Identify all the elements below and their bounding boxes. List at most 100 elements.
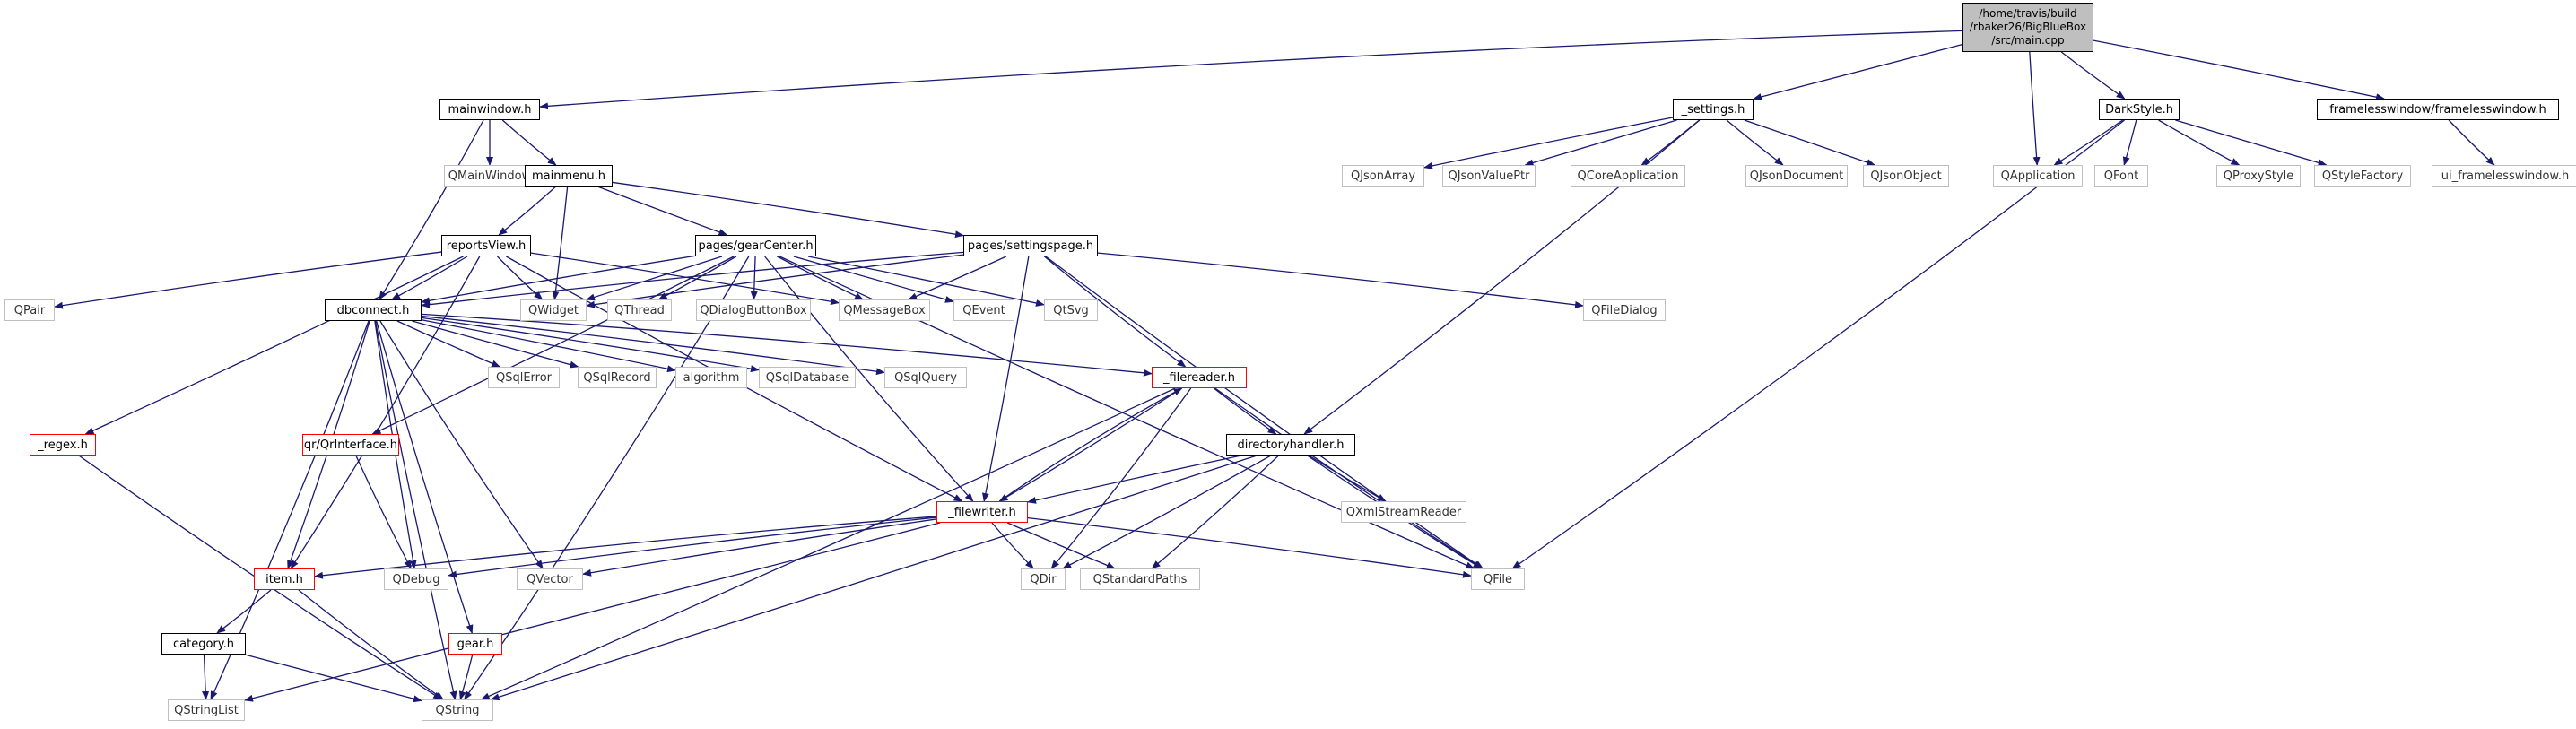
edge-layer (54, 30, 2495, 703)
node-qthread[interactable]: QThread (607, 299, 672, 321)
edge-filewriter-to-qdir (991, 522, 1034, 569)
node-qtsvg[interactable]: QtSvg (1044, 299, 1098, 321)
edge-settingspage-to-qfiledialog (1097, 252, 1584, 308)
edge-directoryhandler-to-qstandardpaths (1151, 455, 1280, 569)
node-qwidget[interactable]: QWidget (520, 299, 587, 321)
edge-settings-to-qjsonvalueptr (1524, 119, 1677, 167)
node-main[interactable]: /home/travis/build/rbaker26/BigBlueBox/s… (1962, 3, 2093, 52)
node-uiframeless[interactable]: ui_framelesswindow.h (2432, 165, 2576, 187)
edge-regex-to-qstring (78, 455, 443, 700)
node-settingspage[interactable]: pages/settingspage.h (963, 235, 1098, 256)
edge-darkstyle-to-qstylefactory (2175, 119, 2328, 167)
edge-darkstyle-to-qapplication (2053, 119, 2124, 166)
edge-main-to-framelessh (2093, 39, 2386, 101)
edge-filereader-to-directoryhandler (1213, 387, 1277, 435)
edge-dbconnect-to-qsqlquery (421, 315, 885, 376)
edge-gearcenter-to-qdialogbuttonbox (750, 256, 758, 300)
node-qsqldatabase[interactable]: QSqlDatabase (759, 367, 856, 388)
edge-filewriter-to-filereader (998, 387, 1183, 502)
node-reportsview[interactable]: reportsView.h (441, 235, 531, 256)
node-qpair[interactable]: QPair (4, 299, 55, 321)
edge-gear-to-qstring (458, 654, 474, 700)
node-gearcenter[interactable]: pages/gearCenter.h (695, 235, 816, 256)
node-qdialogbuttonbox[interactable]: QDialogButtonBox (696, 299, 811, 321)
node-qmainwindow[interactable]: QMainWindow (444, 165, 535, 187)
edge-gearcenter-to-qrinterface (371, 256, 735, 435)
edge-qrinterface-to-qdebug (355, 455, 412, 569)
node-qproxystyle[interactable]: QProxyStyle (2216, 165, 2301, 187)
edge-gearcenter-to-qmessagebox (777, 256, 864, 300)
node-directoryhandler[interactable]: directoryhandler.h (1226, 434, 1355, 456)
node-dbconnect[interactable]: dbconnect.h (325, 299, 422, 321)
node-mainwindow[interactable]: mainwindow.h (439, 99, 540, 120)
edge-reportsview-to-qwidget (497, 256, 544, 300)
edge-mainwindow-to-mainmenu (501, 119, 557, 166)
node-settings[interactable]: _settings.h (1673, 99, 1754, 120)
node-qevent[interactable]: QEvent (953, 299, 1014, 321)
edge-mainmenu-to-settingspage (612, 181, 964, 239)
edge-settingspage-to-filewriter (981, 256, 1030, 502)
node-qcoreapp[interactable]: QCoreApplication (1571, 165, 1685, 187)
edge-directoryhandler-to-qxmlstreamreader (1308, 455, 1387, 502)
node-qmessagebox[interactable]: QMessageBox (839, 299, 930, 321)
edge-gearcenter-to-qtsvg (807, 256, 1045, 307)
node-qfile[interactable]: QFile (1471, 568, 1525, 590)
edge-filewriter-to-qvector (582, 518, 937, 577)
node-qsqlerror[interactable]: QSqlError (488, 367, 560, 388)
edge-dbconnect-to-qstring (374, 320, 457, 700)
edge-gearcenter-to-dbconnect (421, 255, 696, 305)
edge-gearcenter-to-qthread (657, 256, 737, 300)
edge-mainmenu-to-gearcenter (596, 186, 728, 236)
node-regex[interactable]: _regex.h (30, 434, 96, 456)
node-qjsondoc[interactable]: QJsonDocument (1745, 165, 1848, 187)
node-algorithm[interactable]: algorithm (675, 367, 747, 388)
edge-item-to-category (216, 589, 272, 634)
edge-filewriter-to-qstringlist (244, 522, 941, 702)
node-gear[interactable]: gear.h (448, 633, 502, 655)
node-qstringlist[interactable]: QStringList (168, 699, 245, 721)
edge-gearcenter-to-filewriter (764, 256, 974, 502)
node-qfiledialog[interactable]: QFileDialog (1583, 299, 1666, 321)
edge-filereader-to-qfile (1214, 387, 1484, 569)
edge-filereader-to-filewriter (998, 387, 1182, 502)
node-qstring[interactable]: QString (422, 699, 493, 721)
node-framelessh[interactable]: framelesswindow/framelesswindow.h (2317, 99, 2559, 120)
node-darkstyle[interactable]: DarkStyle.h (2099, 99, 2180, 120)
edge-main-to-qapplication (2029, 51, 2041, 166)
node-qsqlquery[interactable]: QSqlQuery (884, 367, 967, 388)
edge-darkstyle-to-qfont (2122, 119, 2137, 166)
node-qxmlstreamreader[interactable]: QXmlStreamReader (1341, 501, 1466, 523)
node-qdir[interactable]: QDir (1021, 568, 1066, 590)
node-mainmenu[interactable]: mainmenu.h (525, 165, 613, 187)
node-qfont[interactable]: QFont (2094, 165, 2148, 187)
node-category[interactable]: category.h (161, 633, 246, 655)
edge-dbconnect-to-qsqlerror (396, 320, 501, 368)
node-qstylefactory[interactable]: QStyleFactory (2314, 165, 2411, 187)
node-item[interactable]: item.h (254, 568, 315, 590)
node-qjsonobj[interactable]: QJsonObject (1863, 165, 1949, 187)
node-filewriter[interactable]: _filewriter.h (936, 501, 1028, 523)
edge-settings-to-qjsondoc (1726, 119, 1784, 166)
node-qsqlrecord[interactable]: QSqlRecord (578, 367, 657, 388)
node-qrinterface[interactable]: qr/QrInterface.h (302, 434, 399, 456)
node-qdebug[interactable]: QDebug (384, 568, 448, 590)
edge-gearcenter-to-qevent (793, 256, 954, 303)
edge-category-to-qstringlist (202, 654, 210, 700)
edge-settingspage-to-qwidget (586, 254, 964, 308)
edge-darkstyle-to-qfile (1511, 119, 2126, 569)
edge-gearcenter-to-qwidget (586, 256, 723, 301)
edge-dbconnect-to-qsqlrecord (412, 320, 579, 369)
edge-mainmenu-to-reportsview (498, 186, 557, 236)
edge-settings-to-qjsonarray (1423, 117, 1674, 169)
node-qjsonvalueptr[interactable]: QJsonValuePtr (1442, 165, 1536, 187)
node-qapplication[interactable]: QApplication (1993, 165, 2083, 187)
edge-dbconnect-to-qsqldatabase (421, 317, 760, 373)
edge-reportsview-to-qpair (54, 251, 442, 309)
edge-directoryhandler-to-filewriter (1027, 455, 1242, 504)
node-qvector[interactable]: QVector (517, 568, 583, 590)
edge-main-to-mainwindow (539, 30, 1963, 110)
node-qjsonarray[interactable]: QJsonArray (1342, 165, 1424, 187)
node-filereader[interactable]: _filereader.h (1152, 367, 1247, 388)
edge-directoryhandler-to-qdir (1062, 455, 1272, 569)
node-qstandardpaths[interactable]: QStandardPaths (1080, 568, 1200, 590)
